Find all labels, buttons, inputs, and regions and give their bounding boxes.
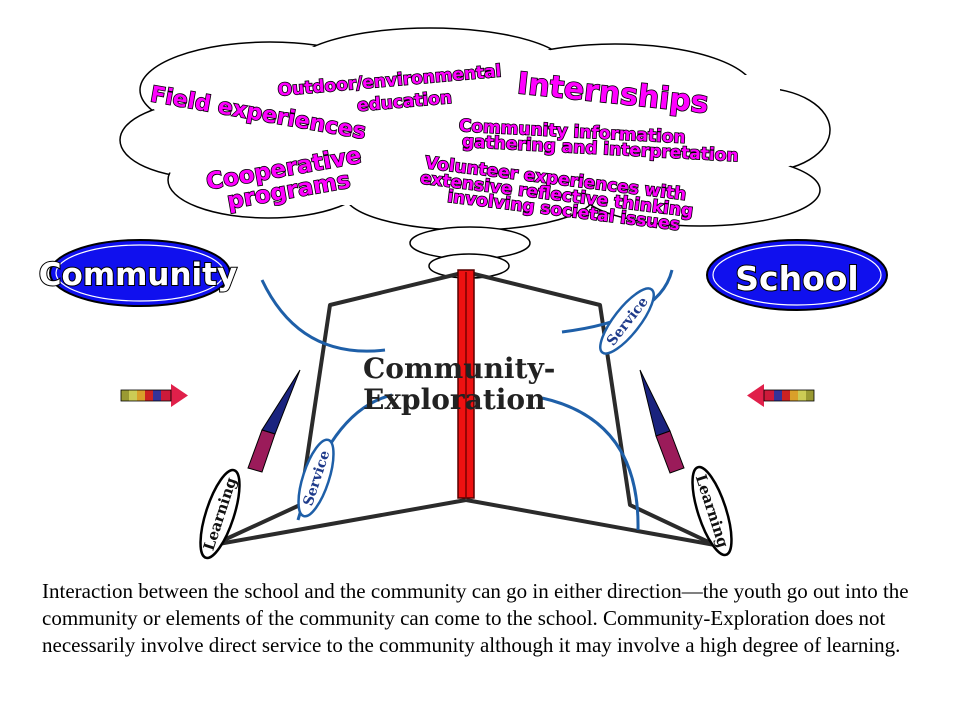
arrow-right-inward [747, 384, 815, 407]
arrow-left-inward [120, 384, 188, 407]
learning-pencil-right: Learning [639, 369, 733, 557]
curve-upper-left [260, 279, 386, 353]
school-oval-label: School [735, 259, 858, 298]
caption-text: Interaction between the school and the c… [42, 579, 909, 657]
learning-pencil-left: Learning [199, 369, 301, 560]
thought-cloud [119, 27, 831, 279]
center-title-line2: Exploration [363, 383, 545, 416]
community-oval: Community [38, 239, 238, 307]
center-title-line1: Community- [363, 352, 555, 385]
community-oval-label: Community [39, 257, 237, 293]
service-tag-left: Service [297, 438, 335, 518]
school-oval: School [706, 239, 888, 311]
center-spine [457, 269, 475, 499]
curve-lower-right [541, 396, 640, 531]
